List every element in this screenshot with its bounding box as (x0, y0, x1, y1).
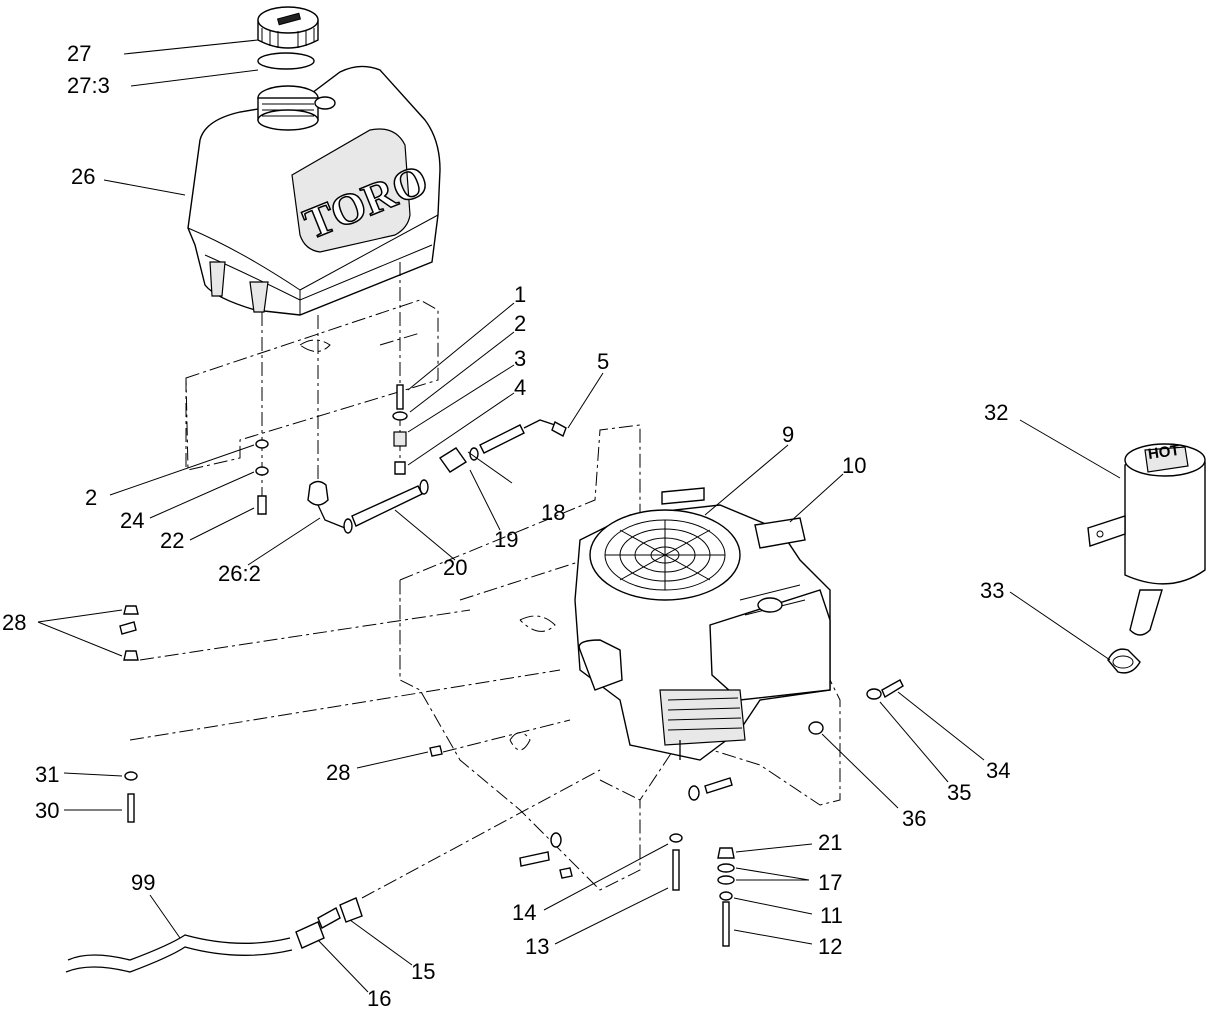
callout-12: 12 (818, 934, 843, 959)
fuel-cap (257, 6, 319, 49)
callout-21: 21 (818, 830, 843, 855)
callout-16: 16 (367, 986, 392, 1011)
engine-decal (754, 517, 806, 549)
callout-28-left: 28 (2, 610, 27, 635)
engine (574, 487, 831, 761)
left-bracket-hardware (119, 605, 561, 823)
callout-31: 31 (35, 762, 60, 787)
callout-10: 10 (842, 453, 867, 478)
callout-17: 17 (818, 870, 843, 895)
callout-4: 4 (514, 375, 527, 400)
callout-33: 33 (980, 578, 1005, 603)
callout-22: 22 (160, 528, 185, 553)
callout-18: 18 (541, 500, 566, 525)
callout-3: 3 (514, 346, 527, 371)
leader-lines (37, 39, 1121, 993)
callout-11: 11 (820, 903, 843, 928)
callout-14: 14 (512, 900, 537, 925)
callout-24: 24 (120, 508, 145, 533)
callout-2-right: 2 (514, 311, 527, 336)
callout-34: 34 (986, 758, 1011, 783)
callout-2-left: 2 (85, 485, 98, 510)
frame-plate-lower (399, 424, 841, 891)
frame-plate-upper (185, 299, 439, 471)
callout-5: 5 (597, 349, 610, 374)
callout-19: 19 (494, 527, 519, 552)
callout-9: 9 (782, 422, 795, 447)
callout-36: 36 (902, 806, 927, 831)
cap-gasket (257, 52, 315, 70)
fuel-tank: TORO (187, 65, 441, 316)
muffler-clamp (1107, 648, 1141, 674)
fuel-lines (307, 315, 567, 534)
callout-28-center: 28 (326, 760, 351, 785)
callout-35: 35 (947, 780, 972, 805)
muffler (1087, 443, 1206, 636)
callout-32: 32 (984, 400, 1009, 425)
callout-26-2: 26:2 (218, 561, 261, 586)
engine-mount-hardware (429, 679, 904, 947)
callout-27-3: 27:3 (67, 73, 110, 98)
callout-13: 13 (525, 934, 550, 959)
callout-20: 20 (443, 555, 468, 580)
callout-99: 99 (131, 870, 156, 895)
fuel-filter-hose (65, 769, 601, 973)
callout-1: 1 (514, 282, 527, 307)
callout-26: 26 (71, 164, 96, 189)
callout-30: 30 (35, 798, 60, 823)
tank-mount-hardware (255, 262, 408, 515)
callout-27: 27 (67, 41, 92, 66)
callout-15: 15 (411, 959, 436, 984)
